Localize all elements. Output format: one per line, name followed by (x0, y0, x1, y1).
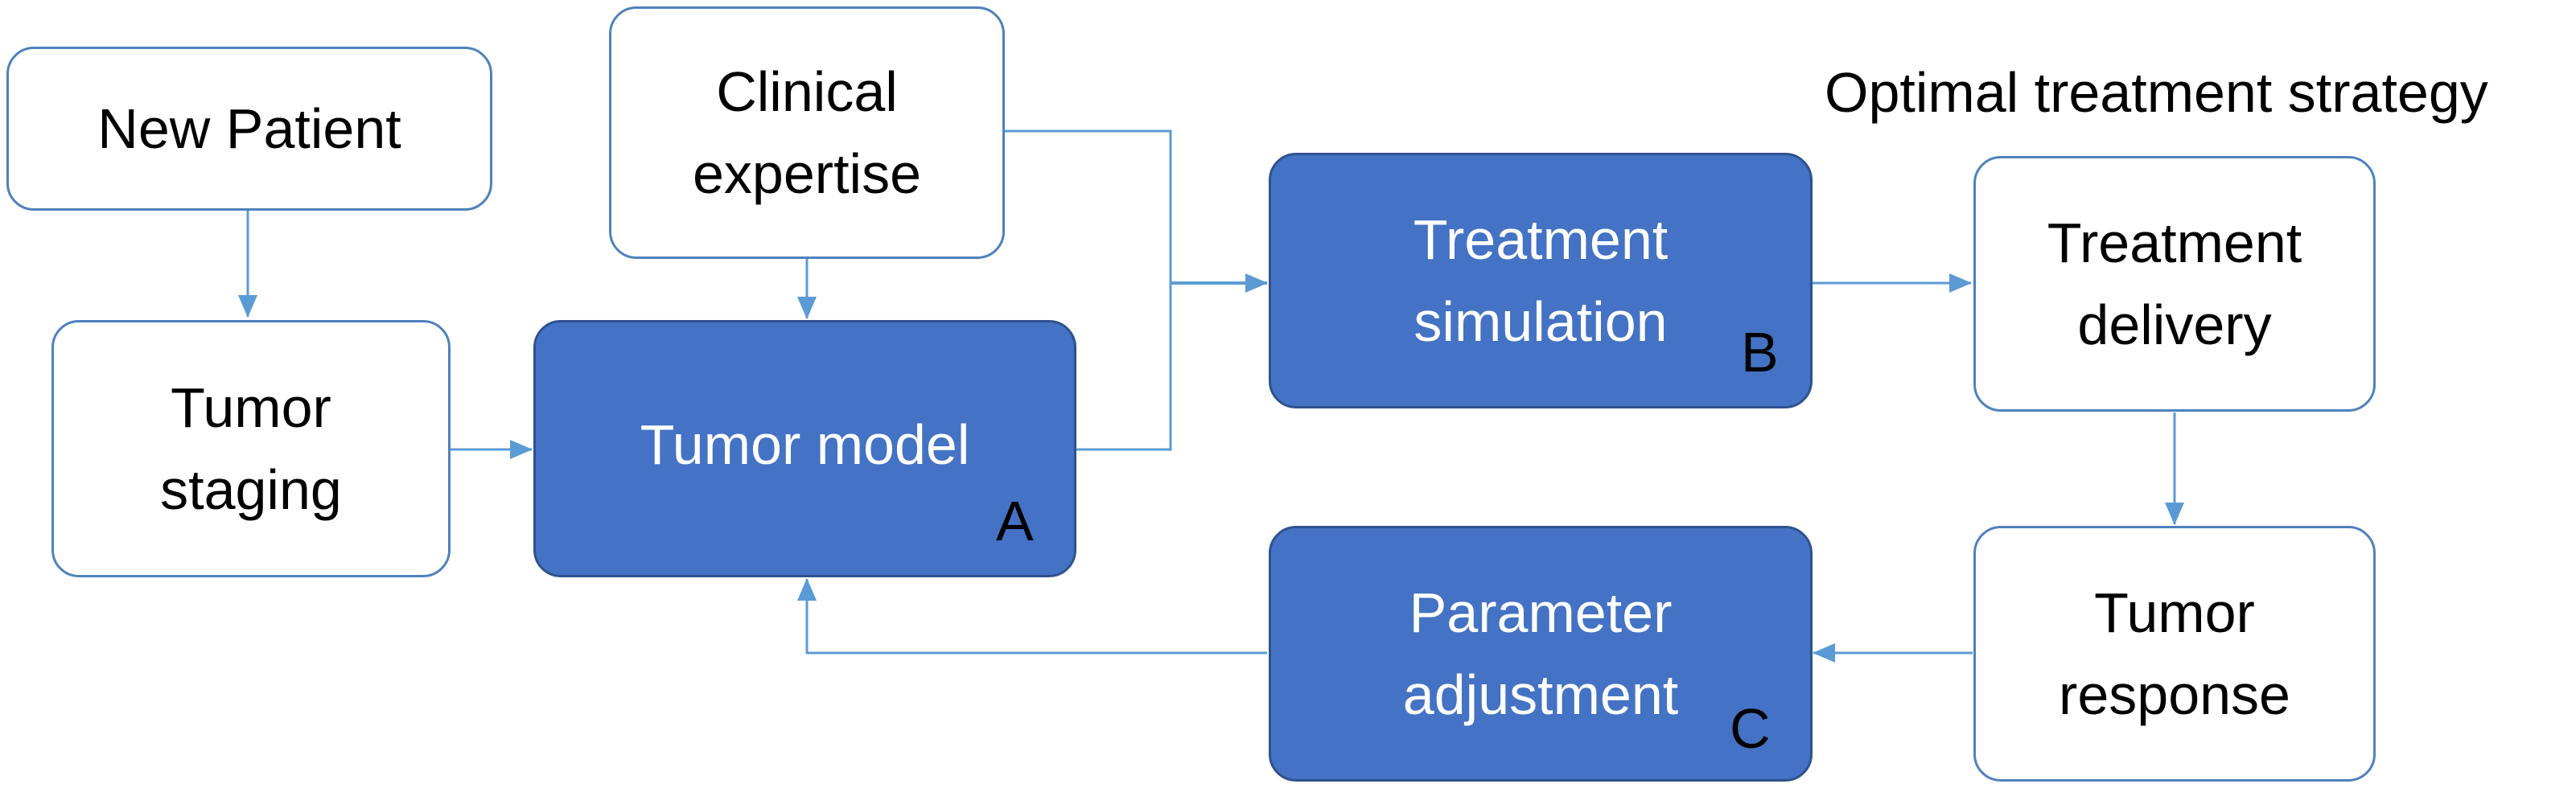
tumor-model-label: Tumor model (640, 413, 970, 476)
tumor-response-label-line1: Tumor (2094, 581, 2255, 644)
new-patient-box: New Patient (6, 47, 492, 211)
treatment-simulation-letter: B (1741, 321, 1779, 384)
connector-model-to-junction (1076, 283, 1172, 451)
tumor-staging-label-line2: staging (160, 458, 342, 521)
treatment-delivery-label-line1: Treatment (2047, 211, 2302, 274)
treatment-delivery-label-line2: delivery (2077, 293, 2272, 356)
treatment-delivery-box: Treatment delivery (1973, 156, 2376, 412)
treatment-simulation-label-line1: Treatment (1413, 208, 1669, 271)
parameter-adjustment-label-line2: adjustment (1402, 663, 1679, 726)
tumor-response-label-line2: response (2059, 663, 2290, 726)
arrow-adjustment-to-tumor-model (797, 578, 1267, 655)
new-patient-label: New Patient (97, 97, 401, 160)
connector-expertise-to-junction (1004, 129, 1172, 283)
tumor-model-box: Tumor model A (533, 320, 1076, 577)
clinical-expertise-box: Clinical expertise (609, 6, 1005, 259)
clinical-expertise-label-line1: Clinical (716, 60, 898, 123)
optimal-strategy-label: Optimal treatment strategy (1825, 61, 2488, 124)
tumor-staging-label-line1: Tumor (171, 376, 331, 439)
clinical-expertise-label-line2: expertise (692, 142, 922, 205)
treatment-simulation-label-line2: simulation (1414, 290, 1668, 353)
parameter-adjustment-box: Parameter adjustment C (1269, 526, 1813, 782)
treatment-simulation-box: Treatment simulation B (1269, 153, 1813, 408)
tumor-model-letter: A (996, 490, 1034, 552)
tumor-response-box: Tumor response (1973, 526, 2376, 782)
parameter-adjustment-letter: C (1730, 697, 1771, 760)
parameter-adjustment-label-line1: Parameter (1409, 581, 1673, 644)
tumor-staging-box: Tumor staging (51, 320, 451, 577)
